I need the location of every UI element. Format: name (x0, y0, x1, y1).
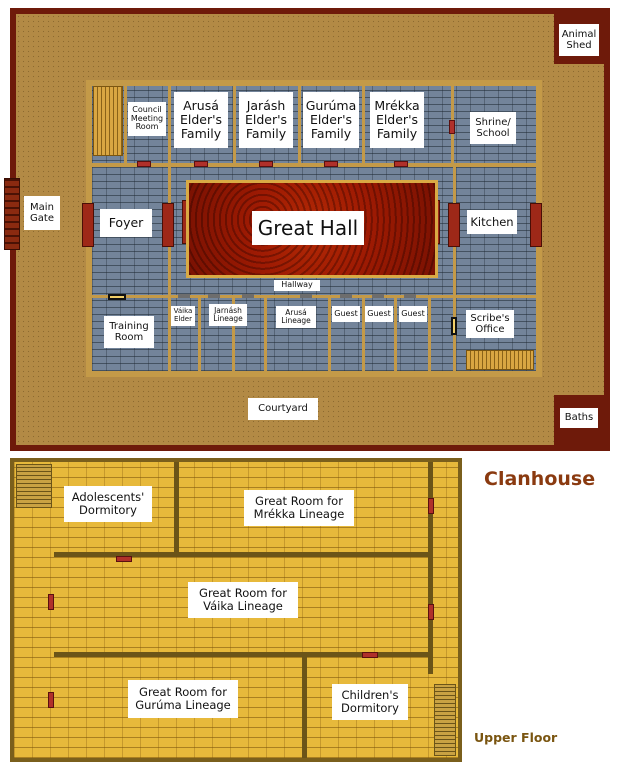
baths: Baths (554, 395, 604, 445)
room-great-room-guruma: Great Room for Gurúma Lineage (128, 680, 238, 718)
upper-floor-map: Adolescents' Dormitory Great Room for Mr… (10, 458, 462, 762)
upper-wall (54, 652, 432, 657)
animal-shed: Animal Shed (554, 14, 604, 64)
upper-wall (428, 462, 433, 674)
door[interactable] (48, 594, 54, 610)
map-title: Clanhouse (484, 468, 596, 490)
door[interactable] (428, 498, 434, 514)
room-great-room-mrekka: Great Room for Mrékka Lineage (244, 490, 354, 526)
door (340, 294, 352, 298)
door (208, 294, 220, 298)
upper-wall (54, 552, 432, 557)
door (178, 294, 190, 298)
door-scribes-office[interactable] (451, 317, 457, 335)
door (242, 294, 254, 298)
door[interactable] (116, 556, 132, 562)
stairs-northwest[interactable] (93, 86, 123, 156)
room-jarnash-lineage: Jarnásh Lineage (209, 304, 247, 326)
pillar (162, 203, 174, 247)
upper-stairs-west[interactable] (16, 464, 52, 508)
door[interactable] (362, 652, 378, 658)
room-arusa-elder: Arusá Elder's Family (174, 92, 228, 148)
door[interactable] (324, 161, 338, 167)
door-training-room[interactable] (108, 294, 126, 300)
room-council-meeting-room: Council Meeting Room (128, 102, 166, 136)
room-kitchen: Kitchen (467, 210, 517, 234)
room-childrens-dormitory: Children's Dormitory (332, 684, 408, 720)
upper-wall (174, 462, 179, 556)
door (404, 294, 416, 298)
room-foyer: Foyer (100, 209, 152, 237)
room-guest-3: Guest (399, 306, 427, 322)
room-great-room-vaika: Great Room for Váika Lineage (188, 582, 298, 618)
room-guest-2: Guest (365, 306, 393, 322)
door (372, 294, 384, 298)
door[interactable] (48, 692, 54, 708)
door[interactable] (194, 161, 208, 167)
upper-floor-caption: Upper Floor (474, 730, 558, 745)
door[interactable] (428, 604, 434, 620)
courtyard-label: Courtyard (248, 398, 318, 420)
hallway-label: Hallway (274, 280, 320, 291)
animal-shed-label: Animal Shed (559, 24, 599, 56)
door[interactable] (449, 120, 455, 134)
room-guruma-elder: Gurúma Elder's Family (303, 92, 359, 148)
wall-bottom-rooms (92, 295, 536, 298)
room-guest-1: Guest (332, 306, 360, 322)
pillar (530, 203, 542, 247)
main-gate-label: Main Gate (24, 196, 60, 230)
door[interactable] (259, 161, 273, 167)
wall-top-rooms (92, 163, 536, 167)
room-mrekka-elder: Mrékka Elder's Family (370, 92, 424, 148)
baths-label: Baths (560, 408, 598, 428)
room-great-hall: Great Hall (252, 211, 364, 245)
pillar (448, 203, 460, 247)
room-shrine-school: Shrine/ School (470, 112, 516, 144)
room-vaika-elder: Váika Elder (171, 306, 195, 326)
upper-wall (302, 654, 307, 758)
stairs-southeast[interactable] (466, 350, 534, 370)
main-gate (4, 178, 20, 250)
door[interactable] (137, 161, 151, 167)
room-jarash-elder: Jarásh Elder's Family (239, 92, 293, 148)
ground-floor-map: Animal Shed Baths Main Gate (4, 8, 610, 451)
door (300, 294, 312, 298)
door[interactable] (394, 161, 408, 167)
room-adolescents-dormitory: Adolescents' Dormitory (64, 486, 152, 522)
pillar (82, 203, 94, 247)
room-arusa-lineage: Arusá Lineage (276, 306, 316, 328)
upper-stairs-east[interactable] (434, 684, 456, 756)
room-scribes-office: Scribe's Office (466, 310, 514, 338)
room-training-room: Training Room (104, 316, 154, 348)
